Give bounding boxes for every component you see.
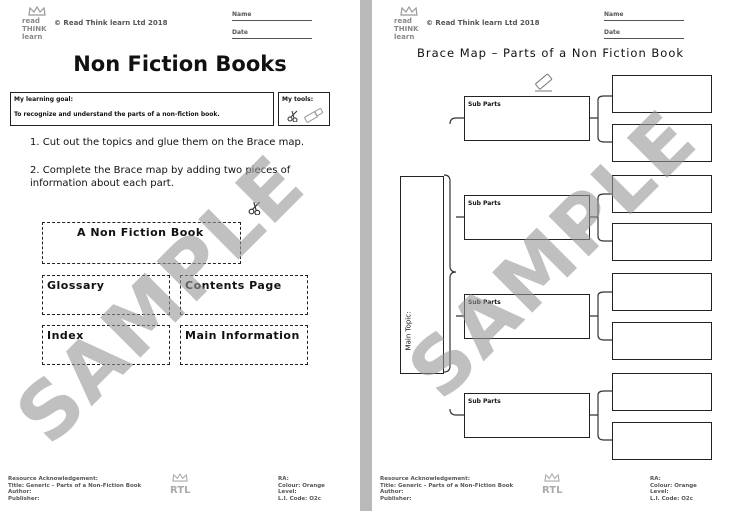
detail-box-2a[interactable] <box>612 175 712 213</box>
footer-left: Resource Acknowledgement: Title: Generic… <box>380 476 513 502</box>
scissors-icon <box>287 110 298 122</box>
footer-level: Level: <box>650 489 669 495</box>
name-label: Name <box>604 11 624 18</box>
crown-icon <box>400 6 418 16</box>
sub-parts-box-3[interactable]: Sub Parts <box>464 294 590 339</box>
footer-right: RA: Colour: Orange Level: L.I. Code: O2c <box>650 476 697 502</box>
detail-box-2b[interactable] <box>612 223 712 261</box>
worksheet-page-right: read THINK learn © Read Think learn Ltd … <box>372 0 732 511</box>
logo-text-3: learn <box>394 33 415 41</box>
cutout-card-main-info[interactable]: Main Information <box>180 325 308 365</box>
logo: read THINK learn <box>394 6 424 46</box>
sub-parts-label: Sub Parts <box>468 200 501 207</box>
learning-goal-box: My learning goal: To recognize and under… <box>10 92 274 126</box>
tools-heading: My tools: <box>282 96 314 103</box>
cutout-card-glossary-label: Glossary <box>47 279 105 292</box>
footer-author: Author: <box>380 489 404 495</box>
logo-text-2: THINK <box>394 25 419 33</box>
sub-parts-box-4[interactable]: Sub Parts <box>464 393 590 438</box>
scissors-icon <box>248 201 261 215</box>
logo-text-1: read <box>394 17 412 25</box>
logo: read THINK learn <box>22 6 52 46</box>
worksheet-page-left: read THINK learn © Read Think learn Ltd … <box>0 0 360 511</box>
footer-resource: Resource Acknowledgement: <box>8 476 98 482</box>
copyright: © Read Think learn Ltd 2018 <box>426 19 540 27</box>
footer-colour: Colour: Orange <box>278 482 325 489</box>
brace-connectors <box>443 95 612 441</box>
sub-parts-label: Sub Parts <box>468 299 501 306</box>
pencil-icon <box>535 73 553 92</box>
cutout-card-contents[interactable]: Contents Page <box>180 275 308 315</box>
footer-colour: Colour: Orange <box>650 482 697 489</box>
logo-text-3: learn <box>22 33 43 41</box>
detail-box-3b[interactable] <box>612 322 712 360</box>
footer-author: Author: <box>8 489 32 495</box>
learning-goal-heading: My learning goal: <box>14 96 74 103</box>
detail-box-4a[interactable] <box>612 373 712 411</box>
learning-goal-text: To recognize and understand the parts of… <box>14 111 220 118</box>
footer-right: RA: Colour: Orange Level: L.I. Code: O2c <box>278 476 325 502</box>
tools-box: My tools: <box>278 92 330 126</box>
detail-box-1b[interactable] <box>612 124 712 162</box>
page-title: Non Fiction Books <box>73 52 287 76</box>
date-label: Date <box>604 29 620 36</box>
footer-li-code: L.I. Code: O2c <box>278 495 322 502</box>
footer-title: Title: Generic – Parts of a Non-Fiction … <box>8 482 142 489</box>
name-line <box>232 20 312 21</box>
footer-resource: Resource Acknowledgement: <box>380 476 470 482</box>
cutout-card-main[interactable]: A Non Fiction Book <box>42 222 241 264</box>
footer-left: Resource Acknowledgement: Title: Generic… <box>8 476 141 502</box>
detail-box-1a[interactable] <box>612 75 712 113</box>
cutout-card-index[interactable]: Index <box>42 325 170 365</box>
brace-map-title: Brace Map – Parts of a Non Fiction Book <box>417 46 685 60</box>
footer-ra: RA: <box>278 476 289 482</box>
detail-box-3a[interactable] <box>612 273 712 311</box>
instruction-2: 2. Complete the Brace map by adding two … <box>30 165 291 189</box>
footer-logo: RTL <box>170 485 191 496</box>
date-line <box>232 38 312 39</box>
footer-logo: RTL <box>542 485 563 496</box>
cutout-card-main-info-label: Main Information <box>185 329 300 342</box>
copyright: © Read Think learn Ltd 2018 <box>54 19 168 27</box>
logo-text-2: THINK <box>22 25 47 33</box>
footer-ra: RA: <box>650 476 661 482</box>
sub-parts-label: Sub Parts <box>468 101 501 108</box>
date-line <box>604 38 684 39</box>
footer-li-code: L.I. Code: O2c <box>650 495 694 502</box>
crown-icon <box>544 473 560 482</box>
footer-publisher: Publisher: <box>8 495 40 502</box>
cutout-card-glossary[interactable]: Glossary <box>42 275 170 315</box>
footer-title: Title: Generic – Parts of a Non-Fiction … <box>380 482 514 489</box>
cutout-card-main-label: A Non Fiction Book <box>77 226 204 239</box>
crown-icon <box>28 6 46 16</box>
cutout-card-index-label: Index <box>47 329 84 342</box>
name-label: Name <box>232 11 252 18</box>
glue-stick-icon <box>304 108 324 123</box>
sub-parts-box-1[interactable]: Sub Parts <box>464 96 590 141</box>
sub-parts-label: Sub Parts <box>468 398 501 405</box>
detail-box-4b[interactable] <box>612 422 712 460</box>
name-line <box>604 20 684 21</box>
cutout-card-contents-label: Contents Page <box>185 279 282 292</box>
logo-text-1: read <box>22 17 40 25</box>
instruction-1: 1. Cut out the topics and glue them on t… <box>30 137 305 148</box>
main-topic-box[interactable]: Main Topic: <box>400 176 444 374</box>
date-label: Date <box>232 29 248 36</box>
footer-publisher: Publisher: <box>380 495 412 502</box>
sub-parts-box-2[interactable]: Sub Parts <box>464 195 590 240</box>
footer-level: Level: <box>278 489 297 495</box>
crown-icon <box>172 473 188 482</box>
